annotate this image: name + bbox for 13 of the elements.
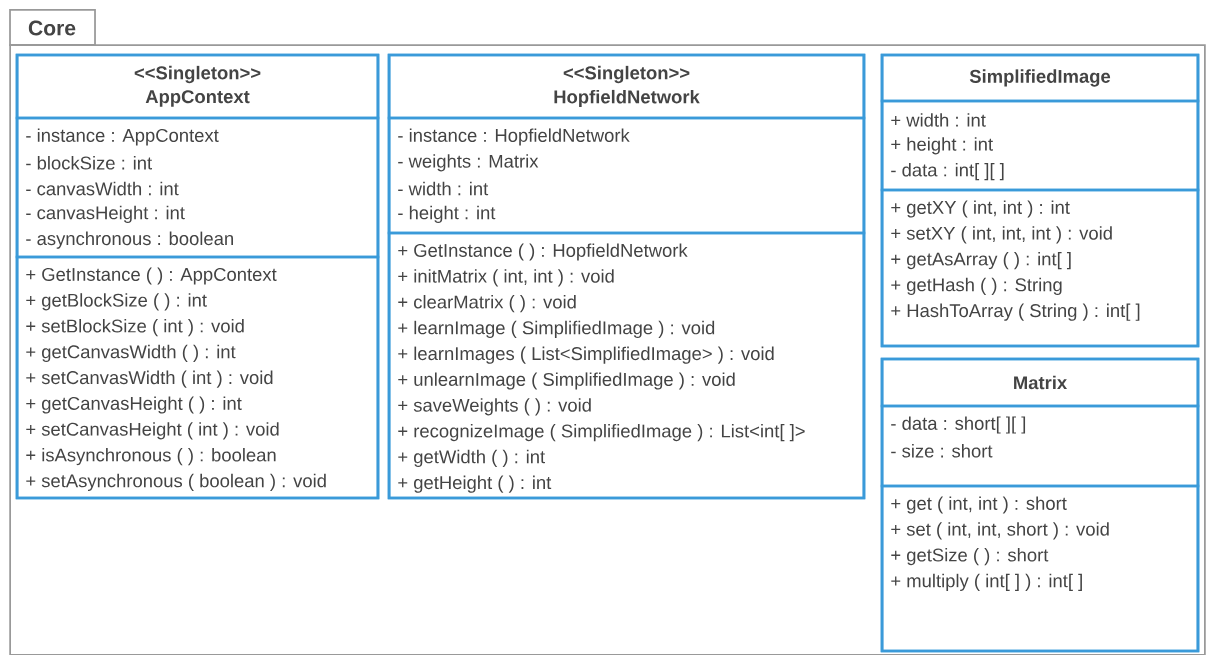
method-list: + getXY ( int, int ) : int + setXY ( int, int, int ) : void + getAsArray ( ) : int[ ] + getHash ( ) : String + HashToArray ( String ) : int[ ] [880, 188, 1200, 348]
attribute-list: - data : short[ ][ ] - size : short [880, 404, 1200, 488]
class-header: SimplifiedImage [880, 53, 1200, 103]
method-list: + GetInstance ( ) : HopfieldNetwork + initMatrix ( int, int ) : void + clearMatrix ( ) : void + learnImage ( SimplifiedImage ) : void + learnImages ( List<SimplifiedImage> ) : void + unlearnImage ( SimplifiedImage ) : void + saveWeights ( ) : void + recognizeImage ( SimplifiedImage ) : List<int[ ]> + getWidth ( ) : int + getHeight ( ) : int [387, 231, 866, 500]
attribute-list: + width : int + height : int - data : int[ ][ ] [880, 99, 1200, 192]
class-header: <<Singleton>> AppContext [15, 53, 380, 120]
method-list: + GetInstance ( ) : AppContext + getBlockSize ( ) : int + setBlockSize ( int ) : void + getCanvasWidth ( ) : int + setCanvasWidth ( int ) : void + getCanvasHeight ( ) : int + setCanvasHeight ( int ) : void + isAsynchronous ( ) : boolean + setAsynchronous ( boolean ) : void [15, 255, 380, 500]
node-label: Core [28, 20, 76, 36]
attribute-list: - instance : HopfieldNetwork - weights : Matrix - width : int - height : int [387, 116, 866, 235]
method-list: + get ( int, int ) : short + set ( int, int, short ) : void + getSize ( ) : short + multiply ( int[ ] ) : int[ ] [880, 484, 1200, 653]
class-header: <<Singleton>> HopfieldNetwork [387, 53, 866, 120]
class-header: Matrix [880, 357, 1200, 408]
attribute-list: - instance : AppContext - blockSize : int - canvasWidth : int - canvasHeight : int - asynchronous : boolean [15, 116, 380, 259]
